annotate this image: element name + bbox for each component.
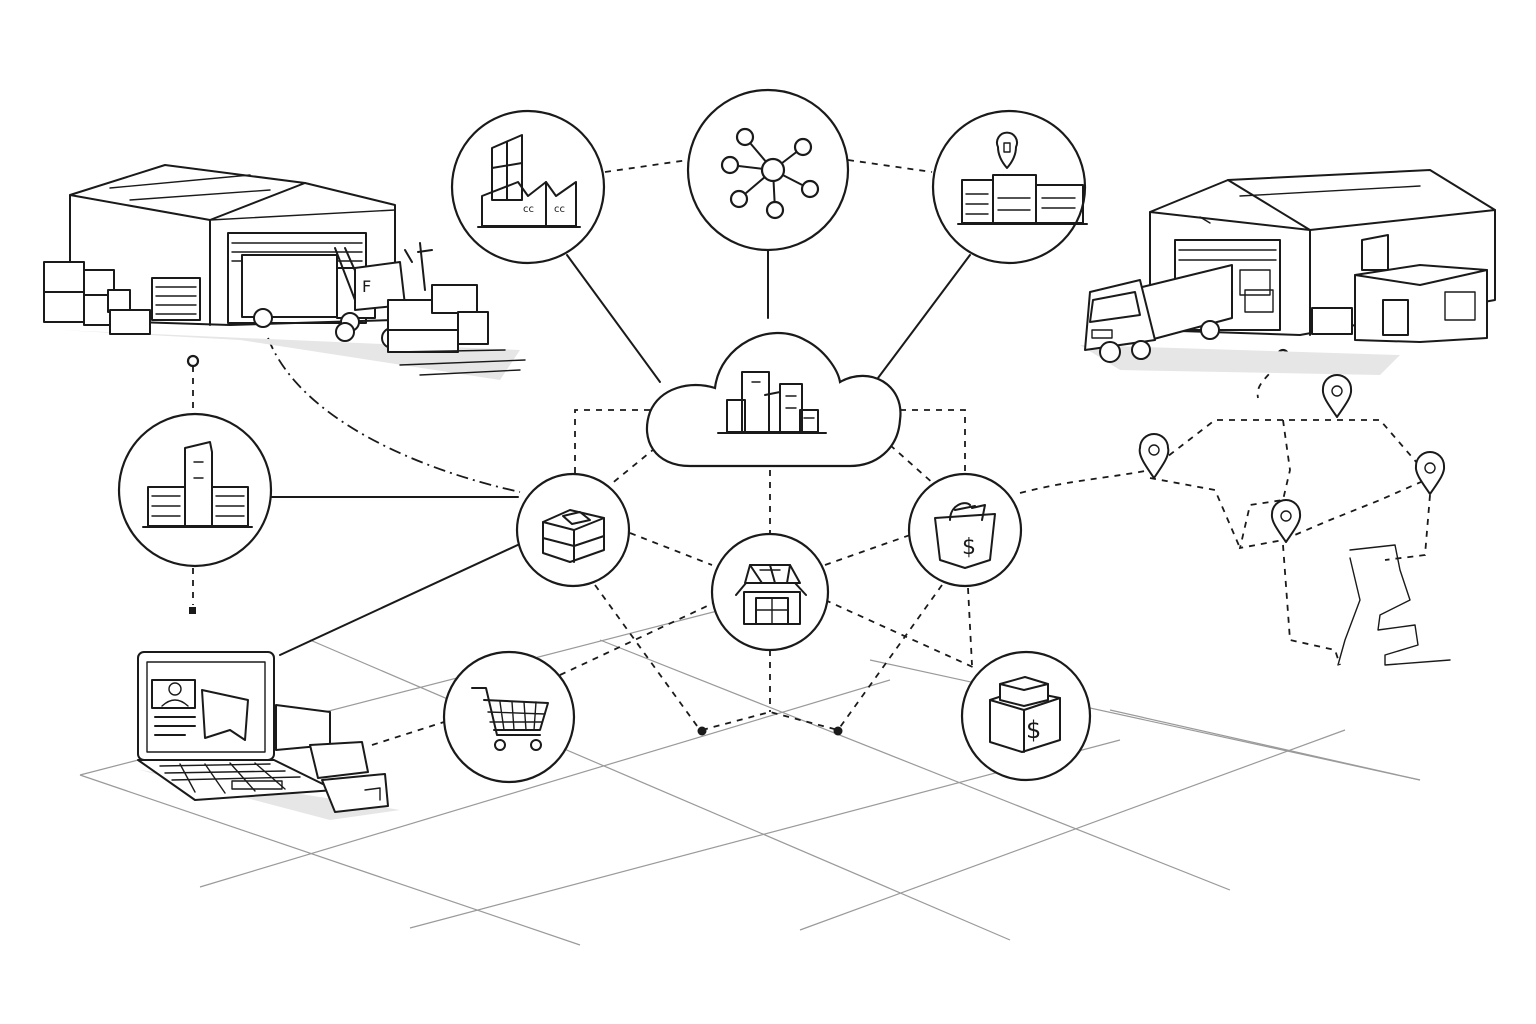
- network-node: [688, 90, 848, 250]
- distribution-center-node: [933, 111, 1087, 263]
- payment-box-node: $: [962, 652, 1090, 780]
- bag-dollar-symbol: $: [962, 535, 976, 560]
- retail-store-node: [712, 534, 828, 650]
- factory-node: cc cc: [452, 111, 604, 263]
- map-pin-icon: [1416, 452, 1444, 494]
- map-pin-icon: [1323, 375, 1351, 417]
- route-map-illustration: [1140, 375, 1450, 665]
- factory-mark-a: cc: [523, 204, 534, 215]
- inventory-node: [517, 474, 629, 586]
- package-box-icon: [543, 510, 604, 562]
- shopping-bag-node: $: [909, 474, 1021, 586]
- shopping-cart-node: [444, 652, 574, 782]
- laptop-ecommerce-illustration: [138, 652, 400, 820]
- svg-text:F: F: [362, 277, 371, 296]
- map-pin-icon: [1272, 500, 1300, 542]
- cloud-hub-node: [647, 333, 901, 466]
- factory-mark-b: cc: [554, 204, 565, 215]
- box-dollar-symbol: $: [1026, 716, 1041, 744]
- warehouse-truck-illustration: [1080, 170, 1495, 375]
- office-node: [119, 414, 271, 566]
